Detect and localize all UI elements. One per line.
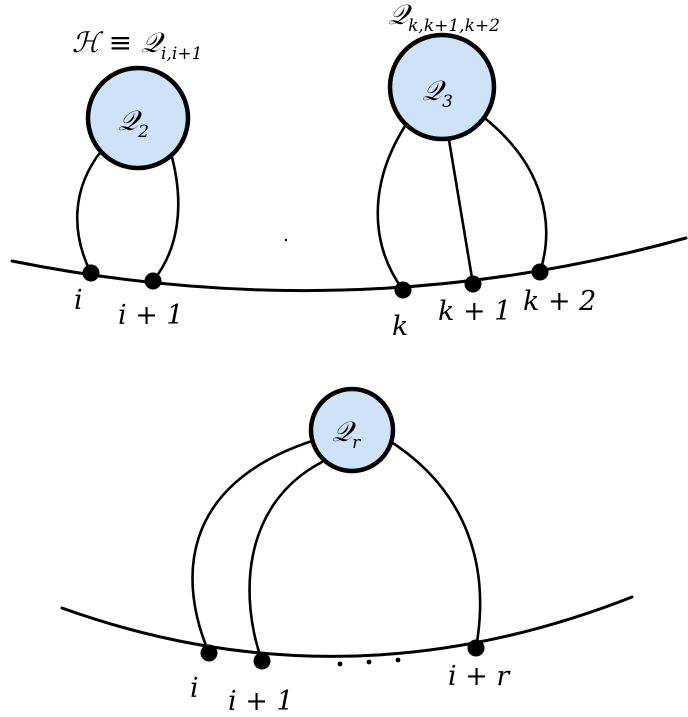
q2-header-label: ℋ ≡ 𝒬i,i+1 (72, 26, 202, 64)
point-label-k: k (392, 311, 408, 342)
q3-right-propagator (480, 114, 548, 274)
vertex-k-plus-2 (531, 263, 549, 281)
q3-blob-label: 𝒬3 (422, 74, 453, 112)
q2-blob-label: 𝒬2 (118, 104, 149, 142)
bottom-point-label-i-plus-1: i + 1 (228, 686, 294, 717)
bottom-vertex-i-plus-1 (253, 652, 271, 670)
vertex-i (82, 264, 100, 282)
bottom-panel: 𝒬r i i + 1 i + r (60, 386, 634, 717)
q2-right-propagator (151, 148, 180, 283)
qr-inner-left-propagator (248, 460, 324, 663)
bottom-boundary-curve (60, 595, 634, 658)
point-label-i-plus-1: i + 1 (118, 300, 184, 331)
q3-left-propagator (376, 124, 407, 292)
q3-header-label: 𝒬k,k+1,k+2 (388, 0, 500, 36)
q2-blob (85, 65, 191, 171)
bottom-point-label-i: i (190, 673, 199, 704)
point-label-k-plus-2: k + 2 (523, 286, 596, 317)
q3-middle-propagator (447, 138, 475, 286)
qr-right-propagator (383, 436, 482, 650)
point-label-k-plus-1: k + 1 (438, 296, 511, 327)
bottom-point-label-i-plus-r: i + r (448, 661, 511, 692)
point-label-i: i (74, 285, 83, 316)
diagram-q2: 𝒬2 ℋ ≡ 𝒬i,i+1 i i + 1 (72, 26, 202, 331)
vertex-k (394, 281, 412, 299)
vertex-i-plus-1 (144, 272, 162, 290)
qr-outer-left-propagator (191, 438, 317, 655)
bottom-vertex-i (200, 644, 218, 662)
qr-blob (308, 386, 396, 474)
ellipsis-dots (337, 657, 401, 667)
qr-blob-label: 𝒬r (332, 415, 361, 453)
stray-dot (284, 238, 288, 242)
top-panel: 𝒬2 ℋ ≡ 𝒬i,i+1 i i + 1 𝒬3 𝒬k,k+1,k+2 (10, 0, 688, 342)
bottom-vertex-i-plus-r (467, 639, 485, 657)
vertex-k-plus-1 (464, 275, 482, 293)
diagram-q3: 𝒬3 𝒬k,k+1,k+2 k k + 1 k + 2 (376, 0, 596, 342)
top-boundary-curve (10, 236, 688, 293)
q3-blob (387, 32, 497, 142)
q2-left-propagator (76, 148, 104, 275)
